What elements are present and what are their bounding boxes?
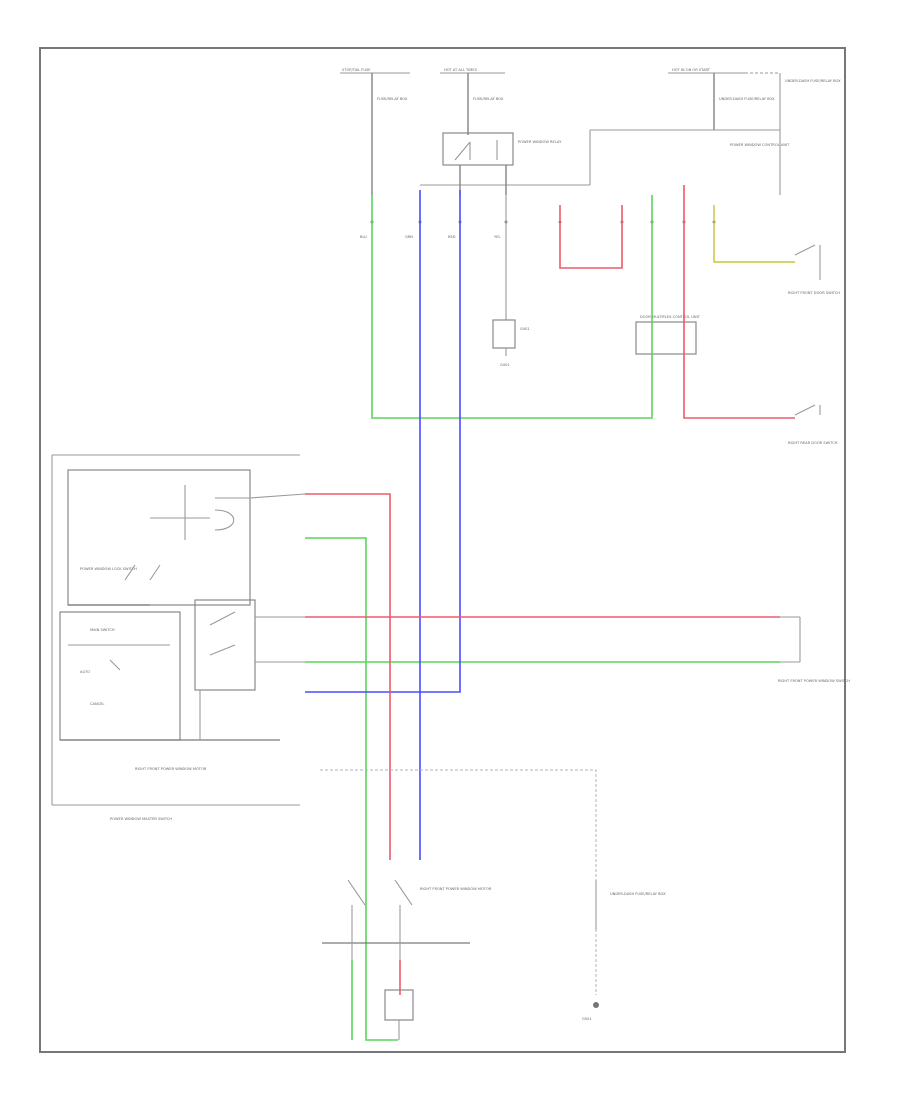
fuse-block-a-label: FUSE/RELAY BOX xyxy=(377,97,408,101)
pin-a-label: BLU xyxy=(360,235,367,239)
master-switch-label: POWER WINDOW MASTER SWITCH xyxy=(110,817,172,821)
dash-fuse-sub: UNDER-DASH FUSE/RELAY BOX xyxy=(719,97,775,101)
bottom-ground: UNDER-DASH FUSE/RELAY BOX G501 xyxy=(582,880,666,1021)
fuse-label-b: HOT AT ALL TIMES xyxy=(444,68,478,72)
bottom-switch-assembly: RIGHT FRONT POWER WINDOW MOTOR xyxy=(322,879,492,1040)
driver-switch-label: RIGHT FRONT POWER WINDOW SWITCH xyxy=(778,679,850,683)
pin-b-label: GRN xyxy=(405,235,413,239)
dash-fuse-label: UNDER-DASH FUSE/RELAY BOX xyxy=(785,79,841,83)
diagram-border xyxy=(39,47,846,1053)
green-wires xyxy=(305,195,780,1041)
right-front-window-switch: RIGHT FRONT POWER WINDOW SWITCH xyxy=(778,616,850,683)
connector-pins: BLU GRN RED YEL xyxy=(360,220,716,239)
relay-label: POWER WINDOW RELAY xyxy=(518,140,562,144)
red-wires xyxy=(305,185,795,995)
fuse-block-b-label: FUSE/RELAY BOX xyxy=(473,97,504,101)
auto-label: AUTO xyxy=(80,670,90,674)
fuse-label-a: STOP/TAIL FUSE xyxy=(342,68,371,72)
pin-d-label: YEL xyxy=(494,235,500,239)
dash-switch-small: G401 G401 xyxy=(492,195,530,367)
fuse-drops: FUSE/RELAY BOX FUSE/RELAY BOX UNDER-DASH… xyxy=(371,73,781,195)
fuse-label-c: HOT IN ON OR START xyxy=(672,68,711,72)
yellow-wire xyxy=(713,205,795,263)
door-switch-rear-label: RIGHT REAR DOOR SWITCH xyxy=(788,441,838,445)
driver-motor-label: RIGHT FRONT POWER WINDOW MOTOR xyxy=(420,887,492,891)
dashed-wire xyxy=(320,769,597,995)
power-window-relay: POWER WINDOW RELAY POWER WINDOW CONTROL … xyxy=(420,129,790,195)
right-front-door-switch: RIGHT FRONT DOOR SWITCH xyxy=(788,244,840,295)
lock-switch-label: POWER WINDOW LOCK SWITCH xyxy=(80,567,137,571)
master-inner-label: MAIN SWITCH xyxy=(90,628,115,632)
ground-g-label: G401 xyxy=(500,363,510,367)
blue-wires xyxy=(305,190,461,860)
door-multiplex-module: DOOR MULTIPLEX CONTROL UNIT xyxy=(635,315,701,370)
dash-small-a-label: UNDER-DASH FUSE/RELAY BOX xyxy=(610,892,666,896)
power-window-master-switch: POWER WINDOW MASTER SWITCH POWER WINDOW … xyxy=(51,454,306,821)
cancel-label: CANCEL xyxy=(90,702,104,706)
motor-label: RIGHT FRONT POWER WINDOW MOTOR xyxy=(135,767,207,771)
module-mid-label: DOOR MULTIPLEX CONTROL UNIT xyxy=(640,315,701,319)
fuse-headers: STOP/TAIL FUSE HOT AT ALL TIMES HOT IN O… xyxy=(340,68,841,83)
relay-small-label: POWER WINDOW CONTROL UNIT xyxy=(730,143,790,147)
door-switch-right-label: RIGHT FRONT DOOR SWITCH xyxy=(788,291,840,295)
dash-small-b-label: G401 xyxy=(520,327,530,331)
ground-bottom-label: G501 xyxy=(582,1017,592,1021)
right-rear-door-switch: RIGHT REAR DOOR SWITCH xyxy=(788,404,838,445)
pin-c-label: RED xyxy=(448,235,456,239)
